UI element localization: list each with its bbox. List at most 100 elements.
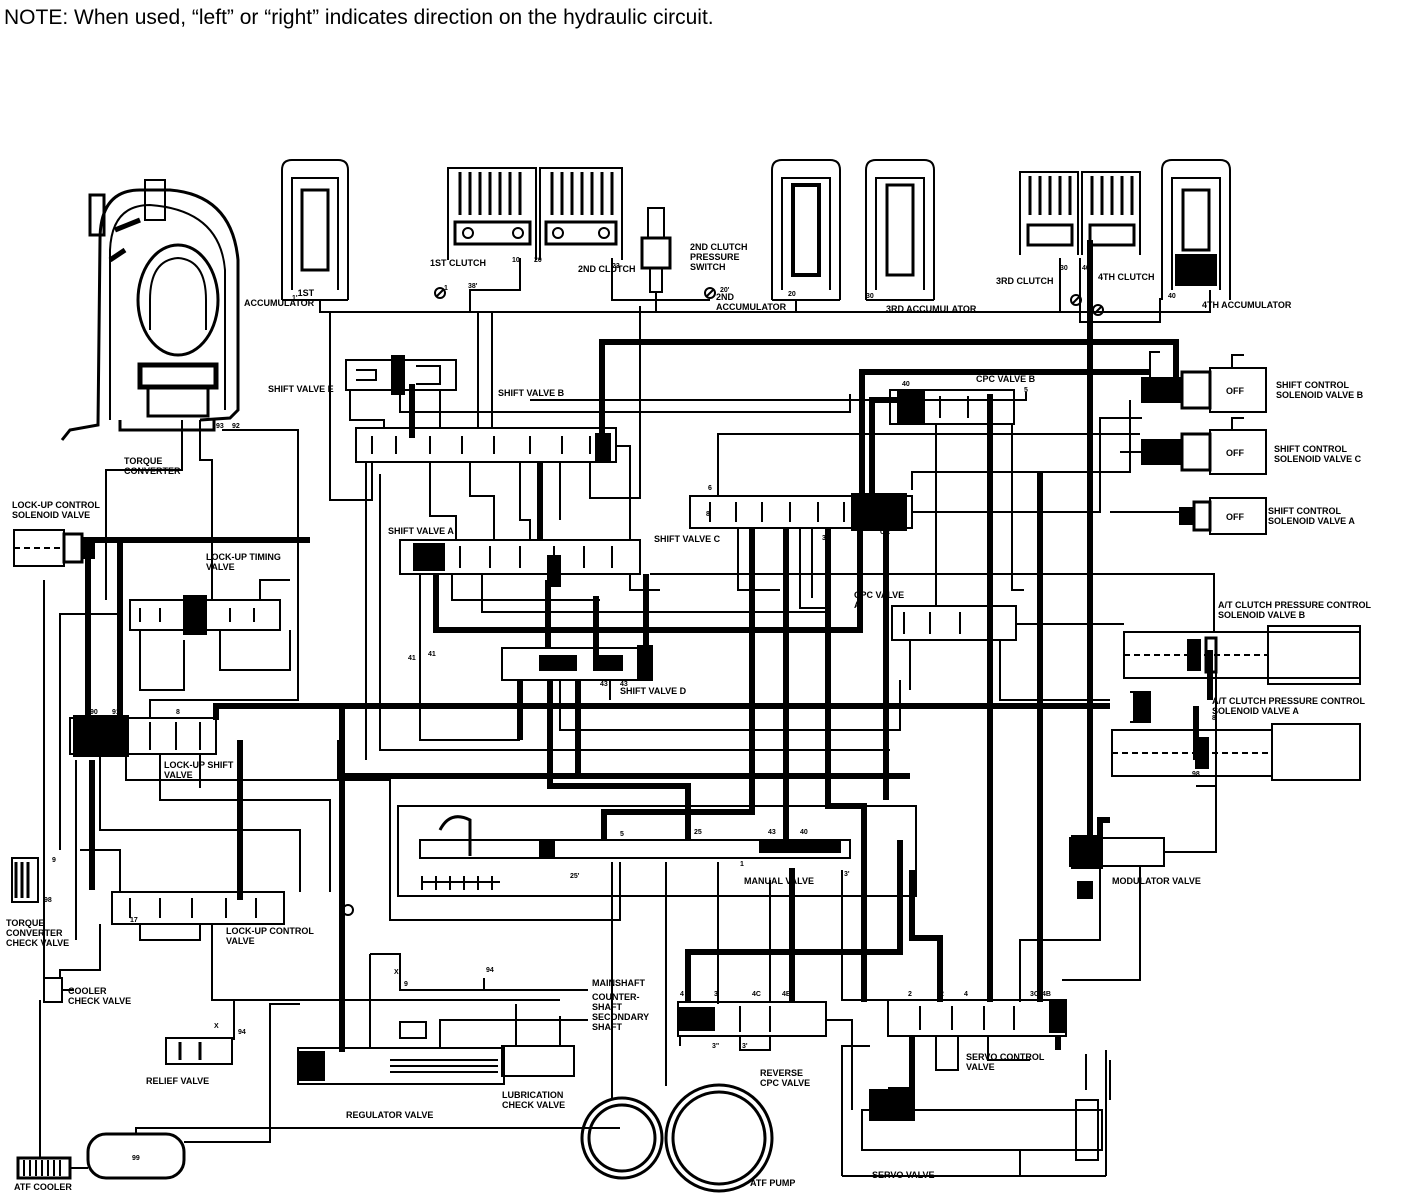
fourth-accumulator xyxy=(1161,159,1231,300)
svg-text:2: 2 xyxy=(908,991,912,998)
svg-text:6: 6 xyxy=(708,485,712,492)
label-second-accumulator: 2ND ACCUMULATOR xyxy=(716,292,787,312)
third-clutch xyxy=(1019,171,1079,255)
shift-valve-e xyxy=(345,355,457,395)
cpc-valve-a xyxy=(891,605,1017,641)
cpc-valve-b xyxy=(889,389,1015,425)
svg-text:43: 43 xyxy=(600,681,608,688)
svg-text:3': 3' xyxy=(742,1043,748,1050)
label-cooler-check-valve: COOLER CHECK VALVE xyxy=(68,986,132,1006)
svg-text:8: 8 xyxy=(1212,715,1216,722)
servo-valve xyxy=(861,1050,1107,1176)
svg-text:3": 3" xyxy=(712,1043,719,1050)
label-secondary-shaft: SECONDARY SHAFT xyxy=(592,1012,650,1032)
svg-text:17: 17 xyxy=(130,917,138,924)
label-shift-valve-d: SHIFT VALVE D xyxy=(620,686,687,696)
servo-control-valve xyxy=(887,999,1067,1037)
svg-text:CR: CR xyxy=(880,529,890,536)
label-at-clutch-pc-solenoid-a: A/T CLUTCH PRESSURE CONTROL SOLENOID VAL… xyxy=(1212,696,1365,716)
svg-text:1: 1 xyxy=(740,861,744,868)
svg-text:98: 98 xyxy=(44,897,52,904)
svg-text:98: 98 xyxy=(1192,771,1200,778)
shift-control-solenoid-a xyxy=(1179,497,1267,535)
label-shift-control-solenoid-c: SHIFT CONTROL SOLENOID VALVE C xyxy=(1274,444,1362,464)
label-cpc-valve-b: CPC VALVE B xyxy=(976,374,1036,384)
label-lock-up-shift-valve: LOCK-UP SHIFT VALVE xyxy=(164,760,234,780)
svg-text:5: 5 xyxy=(620,831,624,838)
svg-text:25': 25' xyxy=(570,873,580,880)
fourth-clutch xyxy=(1081,171,1141,255)
cooler-check-valve xyxy=(43,977,63,1003)
svg-text:3: 3 xyxy=(714,991,718,998)
second-accumulator xyxy=(771,159,841,301)
label-off-b: OFF xyxy=(1226,386,1244,396)
svg-text:3B: 3B xyxy=(822,535,831,542)
modulator-valve xyxy=(1069,835,1165,899)
shift-valve-d xyxy=(501,645,653,681)
label-fourth-clutch: 4TH CLUTCH xyxy=(1098,272,1155,282)
svg-text:90: 90 xyxy=(90,709,98,716)
svg-text:10: 10 xyxy=(512,257,520,264)
atf-pump xyxy=(580,1083,774,1193)
label-at-clutch-pc-solenoid-b: A/T CLUTCH PRESSURE CONTROL SOLENOID VAL… xyxy=(1218,600,1371,620)
svg-text:3C: 3C xyxy=(1030,991,1039,998)
second-clutch xyxy=(539,167,623,260)
svg-text:40: 40 xyxy=(1082,265,1090,272)
svg-text:91: 91 xyxy=(112,709,120,716)
svg-text:13: 13 xyxy=(856,515,864,522)
svg-text:94: 94 xyxy=(486,967,494,974)
label-third-accumulator: 3RD ACCUMULATOR xyxy=(886,304,977,314)
label-atf-cooler: ATF COOLER xyxy=(14,1182,72,1192)
svg-text:20': 20' xyxy=(720,287,730,294)
torque-converter xyxy=(60,179,240,441)
manual-valve xyxy=(397,805,917,897)
shift-valve-a xyxy=(399,539,641,587)
hydraulic-lines xyxy=(39,258,1217,1177)
svg-text:41: 41 xyxy=(428,651,436,658)
svg-text:30: 30 xyxy=(866,293,874,300)
svg-text:4B: 4B xyxy=(1042,991,1051,998)
regulator-valve xyxy=(297,1021,505,1085)
label-modulator-valve: MODULATOR VALVE xyxy=(1112,876,1201,886)
first-accumulator xyxy=(281,159,349,301)
label-shift-control-solenoid-b: SHIFT CONTROL SOLENOID VALVE B xyxy=(1276,380,1364,400)
svg-text:20: 20 xyxy=(534,257,542,264)
label-atf-pump: ATF PUMP xyxy=(750,1178,796,1188)
svg-text:8: 8 xyxy=(176,709,180,716)
svg-text:40: 40 xyxy=(800,829,808,836)
label-servo-control-valve: SERVO CONTROL VALVE xyxy=(966,1052,1045,1072)
lock-up-timing-valve xyxy=(129,595,281,635)
label-lock-up-control-valve: LOCK-UP CONTROL VALVE xyxy=(226,926,314,946)
label-countershaft: COUNTER- SHAFT xyxy=(592,992,640,1012)
svg-text:20: 20 xyxy=(788,291,796,298)
svg-text:93: 93 xyxy=(216,423,224,430)
label-torque-converter: TORQUE CONVERTER xyxy=(124,456,181,476)
lubrication-check-valve xyxy=(501,1045,575,1077)
label-off-c: OFF xyxy=(1226,448,1244,458)
svg-text:30: 30 xyxy=(1060,265,1068,272)
label-lock-up-control-solenoid: LOCK-UP CONTROL SOLENOID VALVE xyxy=(12,500,100,520)
note-text: NOTE: When used, “left” or “right” indic… xyxy=(4,6,714,29)
svg-text:40: 40 xyxy=(1168,293,1176,300)
svg-text:4: 4 xyxy=(964,991,968,998)
label-fourth-accumulator: 4TH ACCUMULATOR xyxy=(1202,300,1292,310)
label-shift-valve-b: SHIFT VALVE B xyxy=(498,388,565,398)
label-shift-valve-a: SHIFT VALVE A xyxy=(388,526,454,536)
shift-valve-b xyxy=(355,427,617,463)
svg-text:X: X xyxy=(394,969,399,976)
svg-text:1: 1 xyxy=(444,285,448,292)
svg-text:8: 8 xyxy=(706,511,710,518)
svg-text:92: 92 xyxy=(232,423,240,430)
first-clutch xyxy=(447,167,537,260)
label-first-clutch: 1ST CLUTCH xyxy=(430,258,486,268)
svg-text:38': 38' xyxy=(468,283,478,290)
label-relief-valve: RELIEF VALVE xyxy=(146,1076,210,1086)
at-clutch-pc-solenoid-b xyxy=(1123,625,1361,685)
label-off-a: OFF xyxy=(1226,512,1244,522)
label-lubrication-check-valve: LUBRICATION CHECK VALVE xyxy=(502,1090,566,1110)
lock-up-control-valve xyxy=(111,891,285,925)
lock-up-control-solenoid xyxy=(13,529,95,567)
torque-converter-check-valve xyxy=(11,857,39,903)
